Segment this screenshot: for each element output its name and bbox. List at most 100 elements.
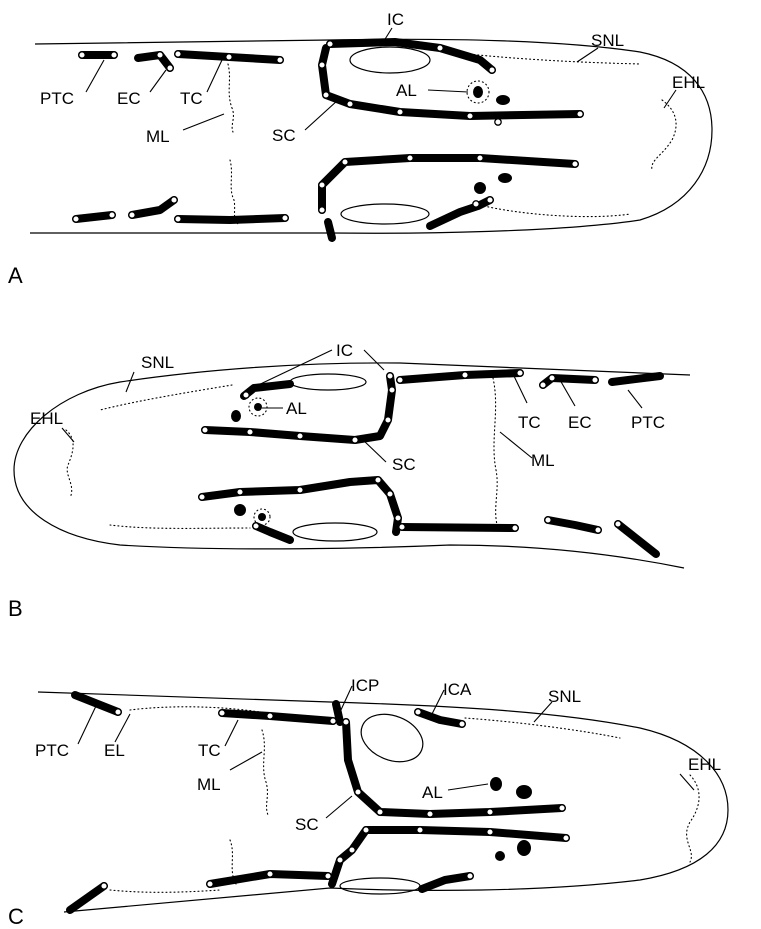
panel-c-pore <box>487 829 493 835</box>
panel-c-tc-leader <box>225 720 238 746</box>
panel-a-pore <box>487 197 493 203</box>
panel-b-pore <box>202 427 208 433</box>
panel-a-pore <box>226 54 232 60</box>
panel-a-pore <box>347 101 353 107</box>
panel-a-ehl-leader <box>664 90 676 108</box>
panel-b-snl-leader <box>126 372 134 392</box>
panel-b-pore <box>395 515 401 521</box>
panel-a-pore <box>437 45 443 51</box>
panel-b-ec-label: EC <box>568 413 592 432</box>
panel-b-pore <box>399 524 405 530</box>
panel-b-al-label: AL <box>286 399 307 418</box>
panel-b-ampulla-lower-2 <box>258 513 266 521</box>
panel-c-sc-canal-upper <box>346 722 562 814</box>
panel-b-outline <box>14 363 690 568</box>
panel-c-ptc-label: PTC <box>35 741 69 760</box>
panel-c-letter: C <box>8 904 24 929</box>
panel-b-pore <box>387 373 393 379</box>
panel-a-ec-label: EC <box>117 89 141 108</box>
panel-b-pore <box>199 494 205 500</box>
panel-c-pore <box>487 809 493 815</box>
panel-b-ic-leader-2 <box>364 350 384 370</box>
panel-c-ml-trace-upper <box>262 730 268 815</box>
panel-c-ptc-canal-lower <box>70 886 104 910</box>
panel-b-ic-canal <box>244 384 290 396</box>
panel-a-ptc-canal-lower <box>76 215 112 219</box>
panel-b-ec-canal-lower <box>548 520 598 530</box>
panel-c-ehl-label: EHL <box>688 755 721 774</box>
panel-c-pore <box>559 805 565 811</box>
panel-c-pore <box>219 710 225 716</box>
panel-a-pore <box>342 159 348 165</box>
panel-a-pore <box>397 109 403 115</box>
panel-b-ampulla-lower-1 <box>234 504 246 516</box>
panel-b-letter: B <box>8 596 23 621</box>
panel-c-ml-label: ML <box>197 775 221 794</box>
panel-b-pore <box>397 377 403 383</box>
panel-a-sc-leader <box>305 100 338 130</box>
panel-a-pore <box>473 201 479 207</box>
panel-a-sc-stub-lower <box>328 222 332 238</box>
panel-a-pore <box>79 52 85 58</box>
panel-a-pore <box>572 161 578 167</box>
panel-a: PTC EC TC ML SC IC AL SNL EHL A <box>8 10 712 288</box>
panel-b-pore <box>375 477 381 483</box>
panel-a-pore <box>407 155 413 161</box>
panel-a-pore <box>327 41 333 47</box>
panel-b-canals <box>202 373 660 554</box>
panel-c-pore <box>207 881 213 887</box>
panel-c-sc-label: SC <box>295 815 319 834</box>
panel-c-ampulla-lower-2 <box>517 840 531 856</box>
panel-b-ic-canal-lower <box>256 526 290 540</box>
panel-b-tc-label: TC <box>518 413 541 432</box>
panel-c-pore <box>417 827 423 833</box>
panel-a-ec-leader <box>150 70 166 92</box>
panel-b-tc-leader <box>513 374 527 403</box>
panel-a-letter: A <box>8 263 23 288</box>
panel-a-ml-label: ML <box>146 127 170 146</box>
panel-a-pore <box>577 111 583 117</box>
panel-a-pore <box>319 62 325 68</box>
panel-b-ptc-canal-lower <box>618 524 656 554</box>
panel-b-ventral-trace <box>110 525 250 528</box>
panel-a-pore <box>73 216 79 222</box>
panel-a-pore <box>495 119 501 125</box>
panel-b-ampulla-upper-2 <box>231 410 241 422</box>
panel-a-pore <box>467 113 473 119</box>
panel-a-pore <box>282 215 288 221</box>
panel-b-pore <box>389 387 395 393</box>
panel-b-ptc-canal-upper <box>612 376 660 382</box>
panel-c-pore <box>330 718 336 724</box>
panel-b-pore <box>297 487 303 493</box>
panel-b-ehl-label: EHL <box>30 409 63 428</box>
panel-b-pore <box>517 370 523 376</box>
panel-a-pore <box>157 52 163 58</box>
panel-a-ml-trace-upper <box>228 64 233 132</box>
panel-b-pores <box>199 370 621 533</box>
panel-b-sc-label: SC <box>392 455 416 474</box>
panel-c-pores <box>101 709 569 889</box>
panel-c-pore <box>337 857 343 863</box>
panel-a-pore <box>175 216 181 222</box>
panel-a-ampulla-upper-1 <box>473 86 483 98</box>
panel-c-nostril-lower <box>340 878 420 894</box>
panel-a-pore <box>323 92 329 98</box>
panel-a-pore <box>319 182 325 188</box>
panel-c-snl-label: SNL <box>548 687 581 706</box>
panel-a-nostril-upper <box>350 47 430 73</box>
panel-a-ehl-label: EHL <box>672 73 705 92</box>
panel-c-pore <box>343 719 349 725</box>
panel-a-ampulla-upper-2 <box>496 95 510 105</box>
panel-a-pore <box>277 57 283 63</box>
panel-a-pore <box>109 212 115 218</box>
panel-a-tc-leader <box>207 60 222 92</box>
panel-a-pore <box>477 155 483 161</box>
panel-a-ml-leader <box>183 114 224 130</box>
panel-c-pore <box>101 883 107 889</box>
panel-a-ec-canal-lower <box>132 200 174 215</box>
panel-b-pore <box>595 527 601 533</box>
panel-c-pore <box>563 835 569 841</box>
panel-a-ic-label: IC <box>387 10 404 29</box>
panel-b-ehl-leader <box>62 428 74 442</box>
